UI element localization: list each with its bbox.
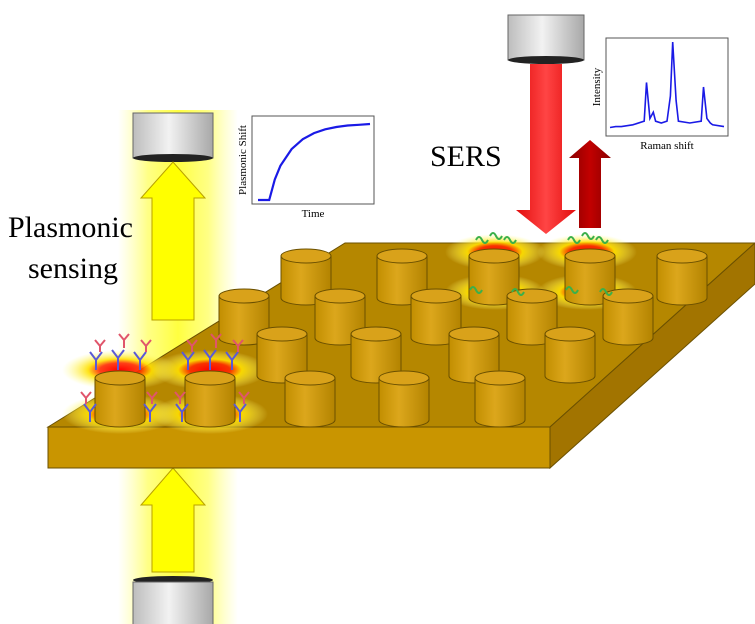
raman-spectrum-chart: Raman shift Intensity — [591, 37, 729, 152]
pillar — [506, 288, 558, 346]
pillar-array — [94, 248, 708, 428]
pillar — [94, 370, 146, 428]
pillar — [448, 326, 500, 384]
chart1-ylabel: Plasmonic Shift — [237, 125, 249, 195]
chart1-frame — [251, 115, 375, 205]
plasmonic-shift-chart: Time Plasmonic Shift — [237, 115, 375, 220]
plasmonic-detector-top — [132, 112, 214, 162]
plasmonic-label-line2: sensing — [28, 252, 118, 285]
chart1-series-line — [258, 122, 371, 202]
chart2-series-line — [609, 41, 725, 129]
plasmonic-up-arrow-top — [139, 161, 207, 321]
raman-molecules — [469, 232, 613, 296]
sers-excitation-arrow — [516, 64, 576, 234]
pillar — [468, 248, 520, 306]
pillar — [284, 370, 336, 428]
chart1-xlabel: Time — [302, 208, 325, 220]
sers-label: SERS — [430, 140, 502, 173]
pillar — [350, 326, 402, 384]
sers-scattered-arrow — [569, 140, 611, 228]
sers-laser-source — [507, 14, 585, 64]
plasmonic-label-line1: Plasmonic — [8, 211, 133, 244]
pillar — [602, 288, 654, 346]
plasmonic-source-bottom — [132, 576, 214, 624]
pillar — [184, 370, 236, 428]
pillar — [410, 288, 462, 346]
pillar — [474, 370, 526, 428]
pillar — [378, 370, 430, 428]
plasmonic-up-arrow-bottom — [139, 467, 207, 573]
antibodies — [80, 333, 250, 422]
pillar — [656, 248, 708, 306]
chart2-xlabel: Raman shift — [640, 140, 693, 152]
pillar — [544, 326, 596, 384]
chart2-ylabel: Intensity — [591, 67, 603, 106]
